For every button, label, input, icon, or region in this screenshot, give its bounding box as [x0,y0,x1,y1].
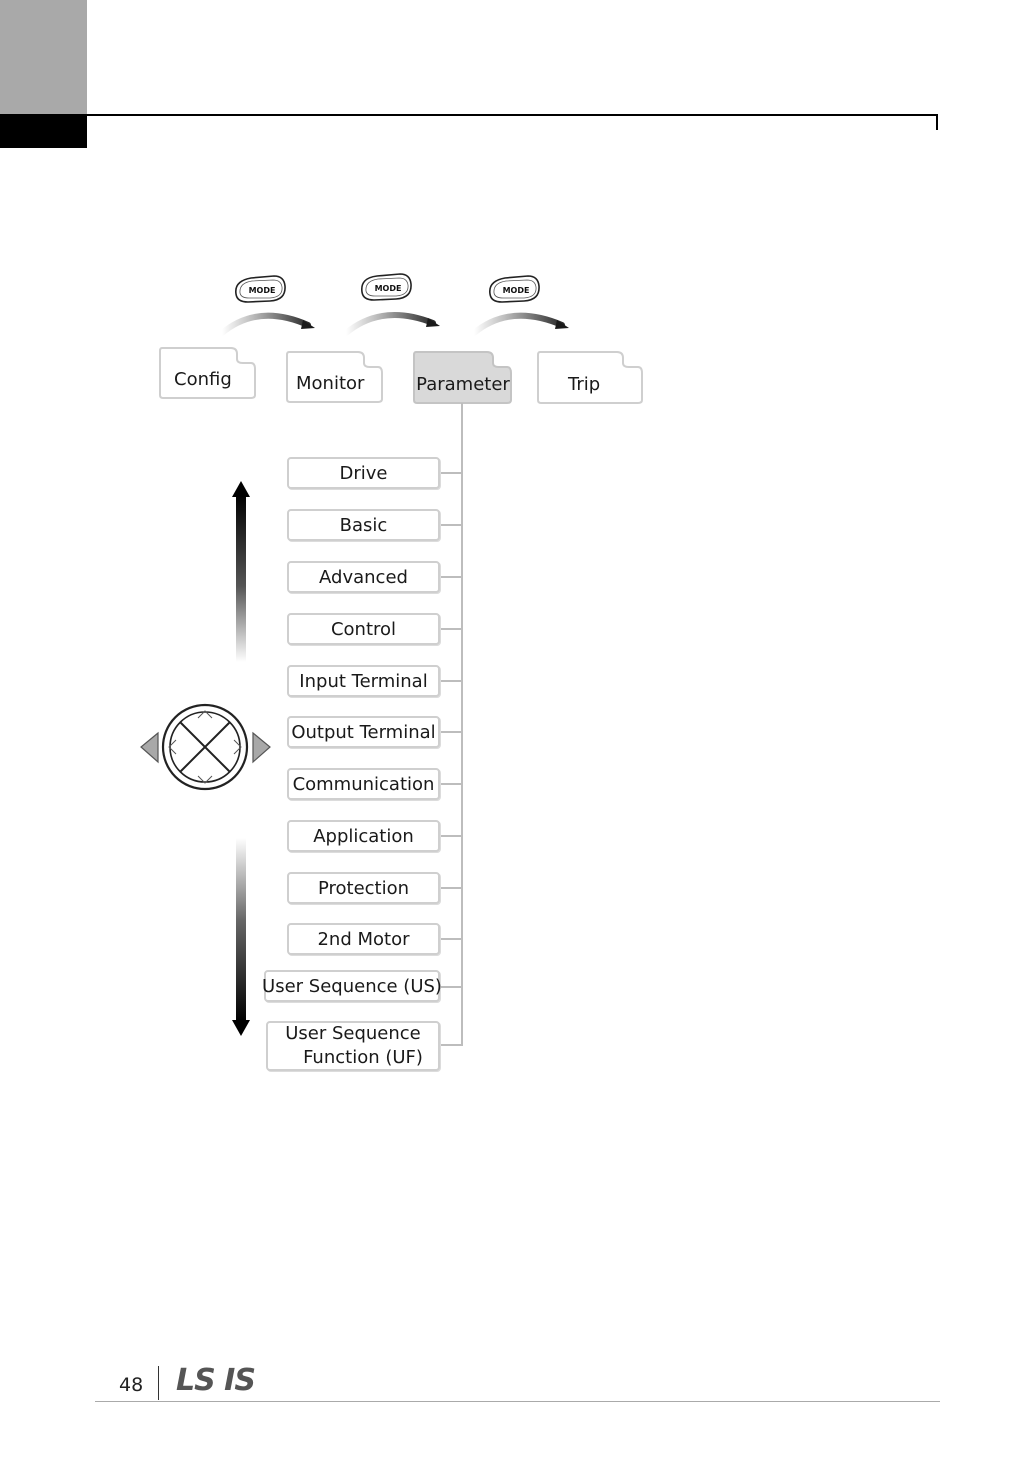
mode-key-icon: MODE [362,274,411,300]
down-arrow-icon [232,838,250,1036]
tree-connector [439,783,463,785]
tree-connector [439,576,463,578]
tree-connector [439,628,463,630]
navigation-dial-icon [141,705,270,789]
footer-rule [95,1401,940,1402]
menu-item-2nd-motor[interactable]: 2nd Motor [287,923,440,955]
menu-item-protection[interactable]: Protection [287,872,440,904]
menu-item-line-1: User Sequence [285,1022,421,1046]
ls-is-logo: LS IS [176,1360,266,1396]
tree-connector [439,1044,463,1046]
tree-connector [439,524,463,526]
menu-item-output-terminal[interactable]: Output Terminal [287,716,440,748]
tree-connector [439,835,463,837]
menu-item-communication[interactable]: Communication [287,768,440,800]
menu-item-line-2: Function (UF) [283,1046,423,1070]
menu-item-advanced[interactable]: Advanced [287,561,440,593]
footer-separator [158,1366,159,1400]
menu-item-control[interactable]: Control [287,613,440,645]
tree-connector [439,472,463,474]
menu-item-input-terminal[interactable]: Input Terminal [287,665,440,697]
tree-connector [439,680,463,682]
menu-item-drive[interactable]: Drive [287,457,440,489]
tree-connector [439,986,463,988]
folder-trip[interactable]: Trip [537,349,644,405]
page-number: 48 [119,1374,143,1396]
folder-monitor[interactable]: Monitor [286,349,384,404]
tree-connector [439,887,463,889]
mode-key-icon: MODE [490,276,539,302]
header-rule-tick [936,114,938,130]
curved-arrow-icon [346,315,440,333]
tree-trunk-line [461,403,463,1046]
tree-connector [439,938,463,940]
folder-label: Parameter [413,374,513,395]
curved-arrow-icon [474,316,569,333]
logo-text: LS IS [176,1363,255,1396]
folder-label: Monitor [286,373,384,394]
folder-label: Trip [537,374,644,395]
mode-key-label: MODE [503,286,530,295]
up-arrow-icon [232,481,250,662]
mode-key-label: MODE [375,284,402,293]
navigation-graphics [0,0,300,1080]
folder-parameter[interactable]: Parameter [413,349,513,405]
tree-connector [439,731,463,733]
menu-item-application[interactable]: Application [287,820,440,852]
menu-item-basic[interactable]: Basic [287,509,440,541]
